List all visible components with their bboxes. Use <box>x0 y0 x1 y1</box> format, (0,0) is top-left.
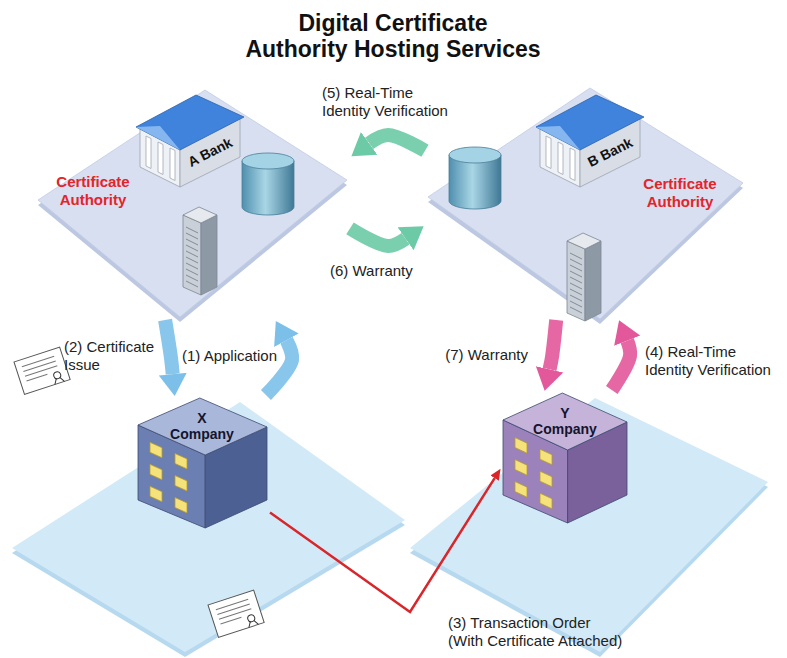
company-name: X Company <box>170 410 234 442</box>
step-label: (2) Certificate Issue <box>64 338 160 374</box>
step-label: (5) Real-Time Identity Verification <box>322 84 457 120</box>
bank-building <box>558 142 563 175</box>
server-tower <box>570 283 582 289</box>
certificate-document-icon <box>217 604 249 615</box>
server-tower <box>183 207 217 295</box>
certificate-document-icon <box>53 379 57 385</box>
company-building <box>175 454 187 469</box>
flow-arrow <box>350 228 406 246</box>
server-tower <box>570 295 582 301</box>
bank-building <box>570 148 575 181</box>
company-building <box>515 438 527 454</box>
flow-arrow <box>165 320 173 374</box>
server-tower <box>183 207 217 223</box>
diagram-title: Digital Certificate Authority Hosting Se… <box>238 10 548 63</box>
bank-building <box>146 136 151 169</box>
certificate-document-icon <box>14 347 70 394</box>
certificate-document-icon <box>22 356 54 367</box>
company-building <box>150 486 162 501</box>
bank-building <box>546 136 551 169</box>
certificate-authority-platform: B BankCertificate Authority <box>425 85 745 320</box>
server-tower <box>186 257 198 263</box>
company-name: Y Company <box>533 405 597 437</box>
server-tower <box>186 251 198 257</box>
database-cylinder <box>242 153 294 215</box>
server-tower <box>570 271 582 277</box>
server-tower <box>567 241 585 321</box>
platform-diamond <box>38 90 347 317</box>
server-tower <box>186 281 198 287</box>
certificate-document-icon <box>254 620 258 626</box>
company-block: X Company <box>135 395 270 530</box>
server-tower <box>567 233 601 249</box>
company-building <box>540 449 552 465</box>
server-tower <box>183 215 201 295</box>
flow-arrow <box>369 135 425 151</box>
certificate-document-icon <box>208 590 264 637</box>
company-building <box>175 476 187 491</box>
server-tower <box>186 233 198 239</box>
server-tower <box>186 263 198 269</box>
certificate-document-icon <box>247 622 251 628</box>
server-tower <box>567 233 601 321</box>
company-building <box>138 398 267 528</box>
company-building <box>175 498 187 513</box>
server-tower <box>570 307 582 313</box>
server-tower <box>186 275 198 281</box>
server-tower <box>585 241 601 321</box>
bank-building <box>136 95 244 187</box>
certificate-document-icon <box>27 374 48 381</box>
flow-arrow <box>550 320 557 369</box>
server-tower <box>570 265 582 271</box>
step-label: (6) Warranty <box>330 262 440 280</box>
certificate-document-icon <box>60 377 64 383</box>
ground-plane-x <box>12 402 405 652</box>
certificate-document-icon <box>221 617 242 624</box>
certificate-document-icon <box>23 361 55 372</box>
company-block: Y Company <box>500 390 630 525</box>
server-tower <box>570 259 582 265</box>
database-cylinder <box>449 147 501 163</box>
company-building <box>540 471 552 487</box>
company-building <box>540 493 552 509</box>
server-tower <box>570 277 582 283</box>
server-tower <box>201 215 217 295</box>
server-tower <box>186 269 198 275</box>
company-building <box>150 442 162 457</box>
step-label: (1) Application <box>182 347 282 365</box>
flow-arrow <box>612 341 630 390</box>
bank-building <box>536 95 644 187</box>
server-tower <box>186 245 198 251</box>
certificate-document-icon <box>219 609 251 620</box>
step-label: (7) Warranty <box>436 346 528 364</box>
transaction-line <box>270 478 495 612</box>
authority-label: Certificate Authority <box>43 173 143 209</box>
server-tower <box>186 227 198 233</box>
certificate-document-icon <box>208 590 264 637</box>
step-label: (3) Transaction Order (With Certificate … <box>448 614 628 650</box>
company-building <box>515 482 527 498</box>
step-label: (4) Real-Time Identity Verification <box>645 343 780 379</box>
company-building <box>515 460 527 476</box>
bank-building <box>136 126 180 150</box>
database-cylinder <box>449 147 501 209</box>
authority-label: Certificate Authority <box>630 175 730 211</box>
certificate-document-icon <box>25 366 57 377</box>
certificate-document-icon <box>14 347 70 394</box>
database-cylinder <box>242 153 294 169</box>
bank-building <box>536 126 580 150</box>
server-tower <box>186 239 198 245</box>
certificate-authority-platform: A BankCertificate Authority <box>35 85 350 320</box>
company-building <box>503 393 627 523</box>
server-tower <box>570 253 582 259</box>
bank-building <box>158 142 163 175</box>
bank-building <box>170 148 175 181</box>
certificate-document-icon <box>216 599 248 610</box>
ground-plane-x <box>12 402 405 657</box>
server-tower <box>570 301 582 307</box>
server-tower <box>570 289 582 295</box>
company-building <box>150 464 162 479</box>
